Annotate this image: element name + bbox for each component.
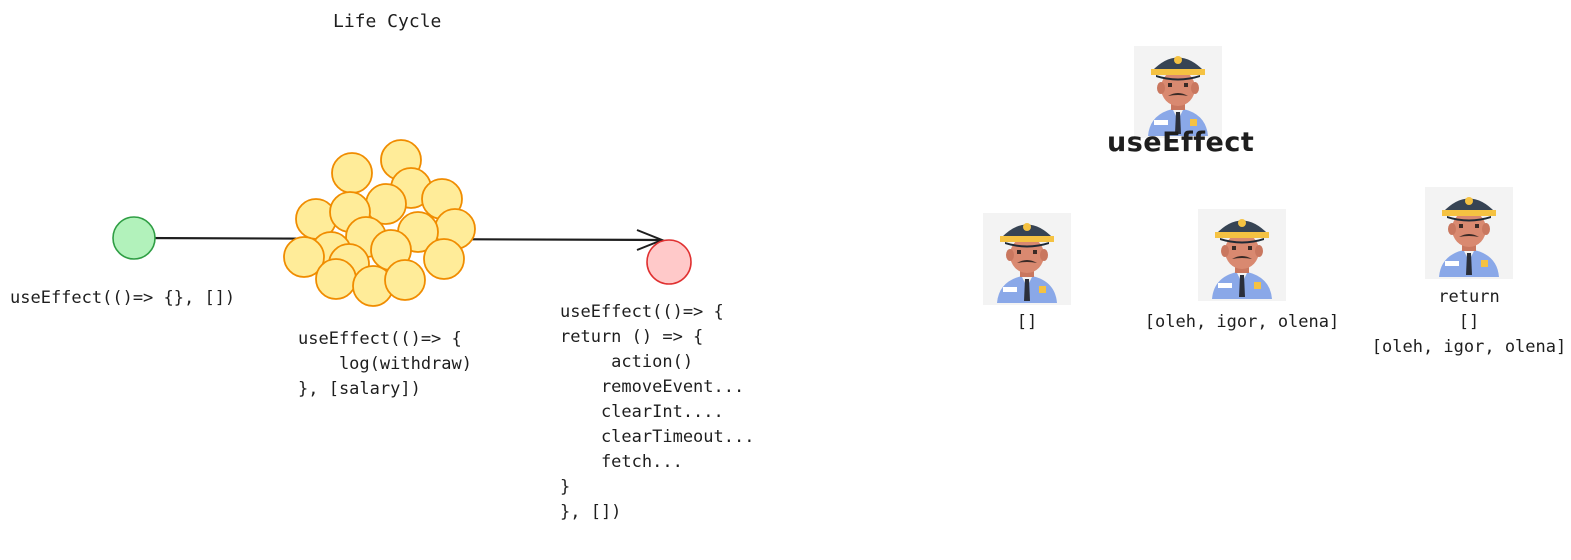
child-label-3: return [] [oleh, igor, olena] <box>1369 285 1569 360</box>
root-officer-icon <box>1134 46 1222 138</box>
end-label-line: }, []) <box>560 502 622 522</box>
end-node <box>646 239 692 285</box>
child-label-3-line: [] <box>1458 312 1480 332</box>
child-officer-icon-3 <box>1425 187 1513 279</box>
child-label-3-line: return <box>1438 287 1500 307</box>
child-label-2: [oleh, igor, olena] <box>1144 312 1340 332</box>
end-label-line: clearTimeout... <box>560 427 755 447</box>
diagram-title: Life Cycle <box>333 11 442 32</box>
child-officer-icon-2 <box>1198 209 1286 301</box>
start-label: useEffect(()=> {}, []) <box>10 288 236 308</box>
middle-label-line: log(withdraw) <box>298 354 472 374</box>
rerender-cluster <box>283 139 476 307</box>
end-label-line: } <box>560 477 571 497</box>
end-label-line: clearInt.... <box>560 402 724 422</box>
child-label-1: [] <box>1016 312 1038 332</box>
start-node <box>112 216 156 260</box>
end-label: useEffect(()=> { return () => { action()… <box>560 300 754 525</box>
child-officer-icon-1 <box>983 213 1071 305</box>
end-label-line: removeEvent... <box>560 377 745 397</box>
middle-label-line: useEffect(()=> { <box>298 329 462 349</box>
end-label-line: fetch... <box>560 452 683 472</box>
end-label-line: return () => { <box>560 327 704 347</box>
middle-label-line: }, [salary]) <box>298 379 421 399</box>
timeline-arrowhead <box>636 229 665 251</box>
end-label-line: action() <box>560 352 694 372</box>
child-label-3-line: [oleh, igor, olena] <box>1371 337 1567 357</box>
end-label-line: useEffect(()=> { <box>560 302 724 322</box>
root-label: useEffect <box>1107 127 1255 158</box>
middle-label: useEffect(()=> { log(withdraw) }, [salar… <box>298 327 472 402</box>
